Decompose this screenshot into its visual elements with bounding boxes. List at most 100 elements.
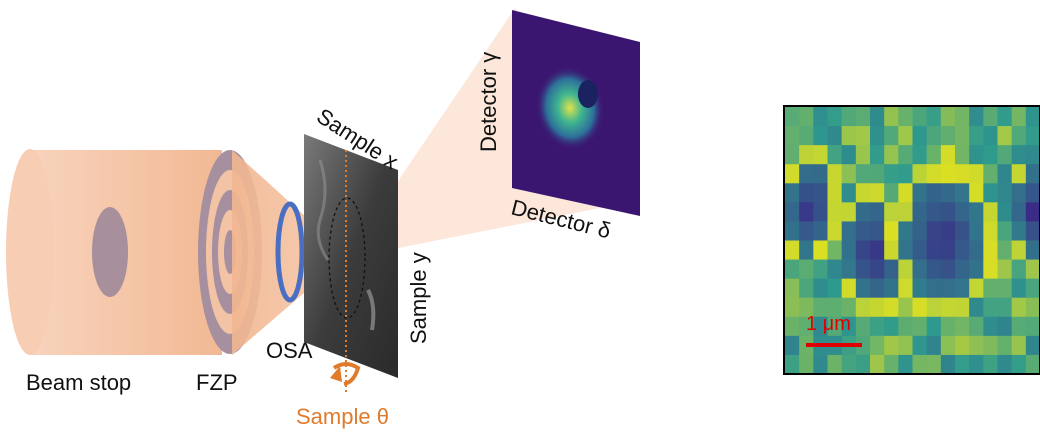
heatmap-cell [997,107,1013,127]
heatmap-cell [1011,221,1027,241]
heatmap-cell [926,354,942,375]
heatmap-cell [969,316,984,337]
heatmap-cell [884,316,899,337]
heatmap-cell [841,164,857,184]
heatmap-cell [983,202,998,222]
heatmap-cell [926,107,942,127]
heatmap-cell [940,335,956,356]
heatmap-cell [785,354,800,375]
heatmap-cell [1011,354,1027,375]
heatmap-cell [855,354,871,375]
heatmap-cell [955,354,970,375]
heatmap-cell [827,240,843,260]
heatmap-cell [912,164,928,184]
heatmap-cell [926,297,942,318]
heatmap-cell [785,335,800,356]
heatmap-cell [940,259,956,280]
heatmap-cell [841,145,857,165]
heatmap-cell [983,297,998,318]
heatmap-cell [955,297,970,318]
heatmap-cell [898,240,913,260]
heatmap-cell [1025,126,1040,146]
heatmap-cell [799,278,814,299]
heatmap-cell [898,297,913,318]
heatmap-cell [799,164,814,184]
heatmap-cell [926,145,942,165]
heatmap-cell [827,297,843,318]
heatmap-cell [785,297,800,318]
heatmap-cell [870,221,885,241]
heatmap-cell [997,316,1013,337]
heatmap-cell [912,107,928,127]
heatmap-cell [870,126,885,146]
heatmap-cell [870,259,885,280]
heatmap-cell [898,354,913,375]
heatmap-cell [940,316,956,337]
heatmap-cell [855,259,871,280]
heatmap-cell [912,316,928,337]
heatmap-cell [969,107,984,127]
heatmap-cell [1025,107,1040,127]
heatmap-cell [799,202,814,222]
heatmap-cell [855,202,871,222]
heatmap-cell [912,240,928,260]
heatmap-cell [841,202,857,222]
heatmap-cell [813,107,828,127]
heatmap-cell [799,107,814,127]
heatmap-cell [1011,183,1027,203]
heatmap-cell [940,126,956,146]
heatmap-cell [1011,145,1027,165]
heatmap-cell [912,145,928,165]
heatmap-cell [940,278,956,299]
heatmap-cell [955,145,970,165]
heatmap-cell [1025,316,1040,337]
heatmap-cell [884,354,899,375]
heatmap-cell [1011,316,1027,337]
heatmap-cell [870,145,885,165]
heatmap-cell [997,240,1013,260]
heatmap-cell [855,145,871,165]
heatmap-cell [983,278,998,299]
heatmap-cell [983,183,998,203]
osa-label: OSA [266,338,313,363]
rotation-arrowhead-icon [330,366,342,382]
heatmap-cell [983,164,998,184]
heatmap-cell [926,202,942,222]
heatmap-cell [841,297,857,318]
heatmap-cell [884,202,899,222]
heatmap-cell [940,221,956,241]
heatmap-cell [785,259,800,280]
heatmap-cell [912,126,928,146]
heatmap-cell [813,316,828,337]
heatmap-cell [813,259,828,280]
heatmap-cell [926,240,942,260]
heatmap-cell [912,259,928,280]
heatmap-cell [969,259,984,280]
heatmap-cell [955,183,970,203]
heatmap-cell [912,335,928,356]
heatmap-cell [813,240,828,260]
heatmap-cell [1011,335,1027,356]
heatmap-cell [855,278,871,299]
fzp-label: FZP [196,370,238,395]
heatmap-cell [1025,335,1040,356]
heatmap-cell [955,107,970,127]
heatmap-cell [799,221,814,241]
heatmap-cell [841,126,857,146]
heatmap-cell [926,221,942,241]
heatmap-cell [940,164,956,184]
heatmap-cell [1025,145,1040,165]
heatmap-cell [997,183,1013,203]
heatmap-cell [785,202,800,222]
heatmap-cell [983,126,998,146]
heatmap-cell [855,335,871,356]
heatmap-cell [969,221,984,241]
heatmap-cell [955,240,970,260]
heatmap-cell [926,278,942,299]
heatmap-cell [884,145,899,165]
heatmap-cell [969,145,984,165]
heatmap-cell [926,164,942,184]
heatmap-cell [983,335,998,356]
heatmap-cell [898,183,913,203]
